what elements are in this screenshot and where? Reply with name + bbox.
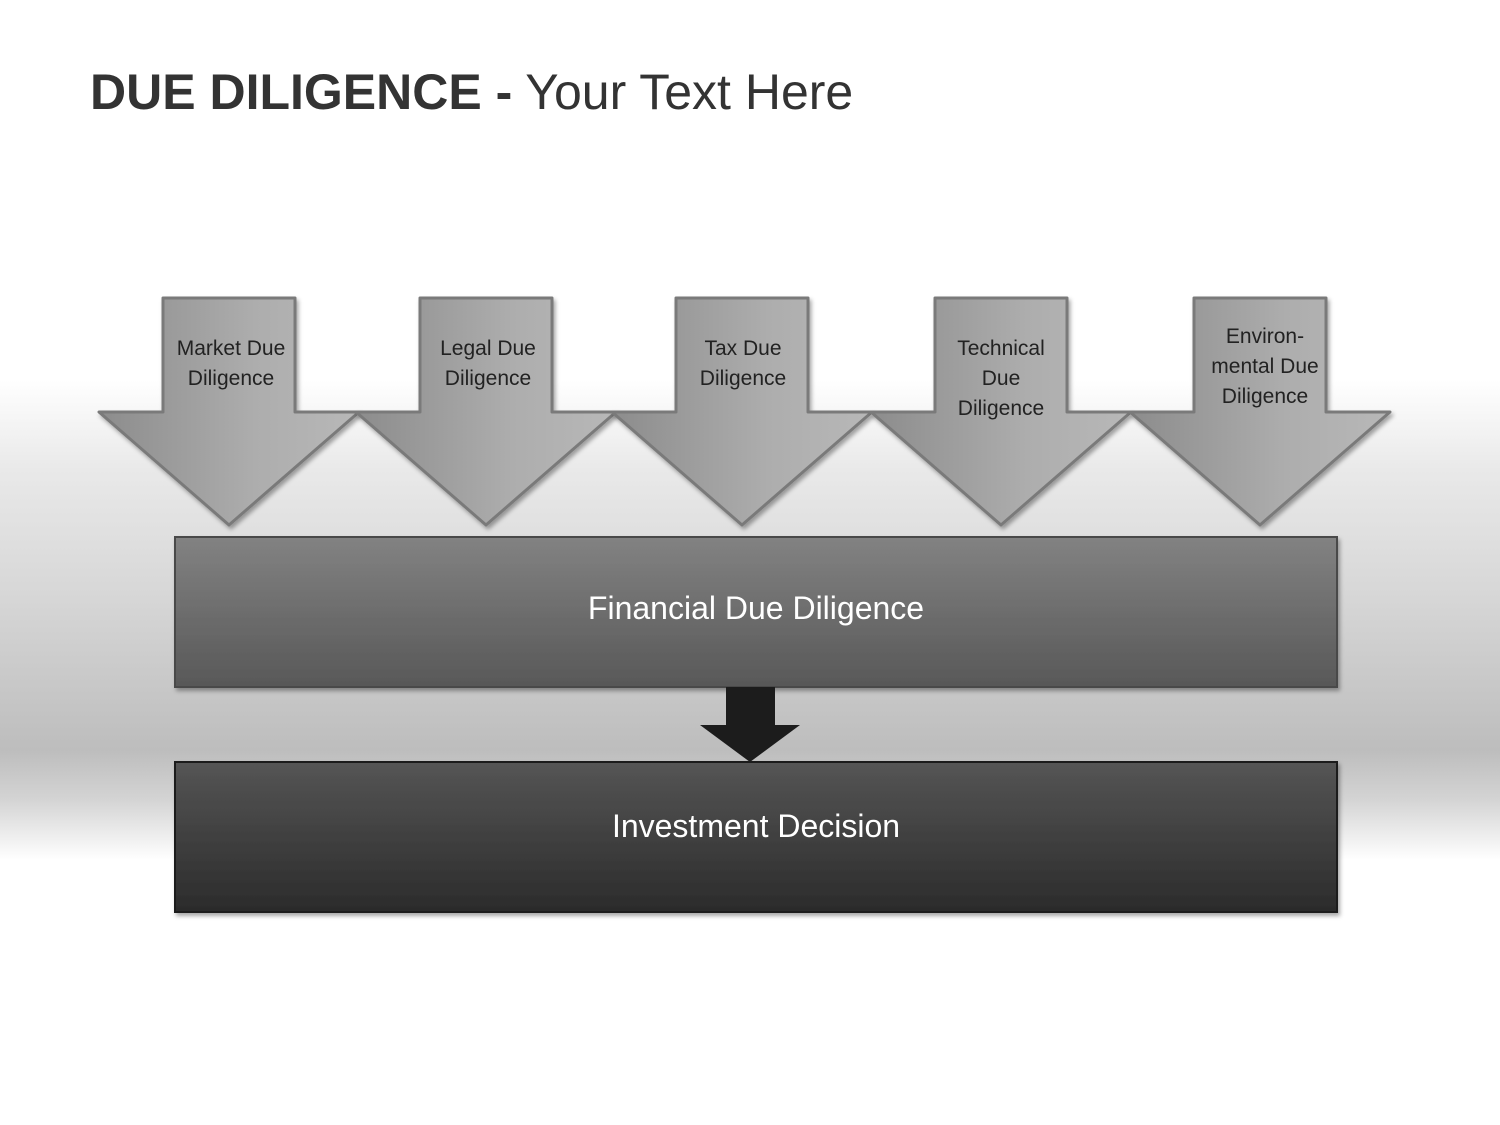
arrow-technical (869, 296, 1133, 527)
investment-decision-box (174, 761, 1338, 913)
financial-due-diligence-box (174, 536, 1338, 688)
arrow-legal (354, 296, 618, 527)
arrow-label-technical: Technical Due Diligence (957, 337, 1045, 420)
arrow-environmental (1128, 296, 1392, 527)
page-title: DUE DILIGENCE - Your Text Here (90, 60, 853, 124)
title-bold: DUE DILIGENCE - (90, 64, 513, 120)
arrow-label-tax: Tax Due Diligence (699, 337, 787, 390)
decision-box-label: Investment Decision (611, 808, 901, 844)
arrow-market (97, 296, 361, 527)
title-normal: Your Text Here (512, 64, 854, 120)
arrow-label-market: Market Due Diligence (176, 337, 286, 390)
arrow-tax (610, 296, 874, 527)
arrow-label-legal: Legal Due Diligence (440, 337, 536, 390)
arrow-label-environmental: Environ-mental Due Diligence (1211, 325, 1319, 408)
financial-box-label: Financial Due Diligence (587, 590, 925, 626)
arrows-group (97, 296, 1392, 527)
down-connector-arrow (700, 687, 800, 762)
